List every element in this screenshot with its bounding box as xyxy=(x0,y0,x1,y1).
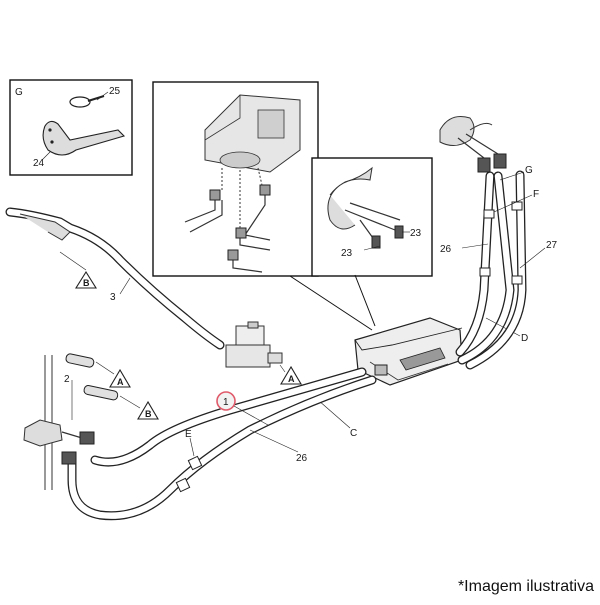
hose-d: D xyxy=(455,171,528,365)
detail-box-control-unit xyxy=(152,81,319,277)
label-e: E xyxy=(185,429,192,440)
callout-23-left: 23 xyxy=(341,248,353,259)
callout-25: 25 xyxy=(109,86,121,97)
hose-c: C xyxy=(90,367,367,467)
label-d: D xyxy=(521,333,528,344)
label-g: G xyxy=(525,165,533,176)
fitting-top-right xyxy=(439,116,507,173)
callout-26-upper: 26 xyxy=(440,244,452,255)
marker-b-top: B xyxy=(59,251,97,289)
control-module xyxy=(354,317,463,386)
detail-box-g-letter: G xyxy=(15,87,23,98)
hose-27: 27 xyxy=(465,170,558,370)
cable-tie-part xyxy=(69,96,91,108)
callout-23-right: 23 xyxy=(410,228,422,239)
callout-3: 3 xyxy=(110,292,116,303)
callout-26-lower: 26 xyxy=(296,453,308,464)
marker-b-pipe-letter: B xyxy=(145,409,152,419)
callout-24: 24 xyxy=(33,158,45,169)
marker-b-top-letter: B xyxy=(83,278,90,288)
clamp-f-c xyxy=(479,267,491,277)
label-c: C xyxy=(350,428,357,439)
hose-3: 3 xyxy=(5,207,225,350)
label-f: F xyxy=(533,189,539,200)
leader-to-module-b xyxy=(354,274,376,327)
bracket-part xyxy=(42,120,126,156)
clamp-f-a xyxy=(483,209,495,219)
marker-b-pipe: B xyxy=(119,395,159,420)
marker-a-valve-letter: A xyxy=(288,374,295,384)
callout-1-circle[interactable] xyxy=(216,391,236,411)
clamp-f-d xyxy=(511,275,523,285)
detail-box-bolts: 23 23 xyxy=(311,157,433,277)
valve-part: A xyxy=(225,321,302,385)
detail-box-g: G 25 24 xyxy=(9,79,133,176)
marker-a-pipe-letter: A xyxy=(117,377,124,387)
callout-27: 27 xyxy=(546,240,558,251)
callout-2: 2 xyxy=(64,374,70,385)
pipe-assembly-2: 2 xyxy=(23,353,119,490)
clamp-e: E xyxy=(175,429,203,493)
leader-to-module-a xyxy=(289,275,373,331)
callout-1: 1 xyxy=(223,397,229,408)
callout-1-highlighted[interactable]: 1 xyxy=(216,391,269,426)
leader-26-upper xyxy=(461,243,489,249)
disclaimer-caption: *Imagem ilustrativa xyxy=(457,578,594,595)
marker-a-pipe: A xyxy=(95,361,131,388)
